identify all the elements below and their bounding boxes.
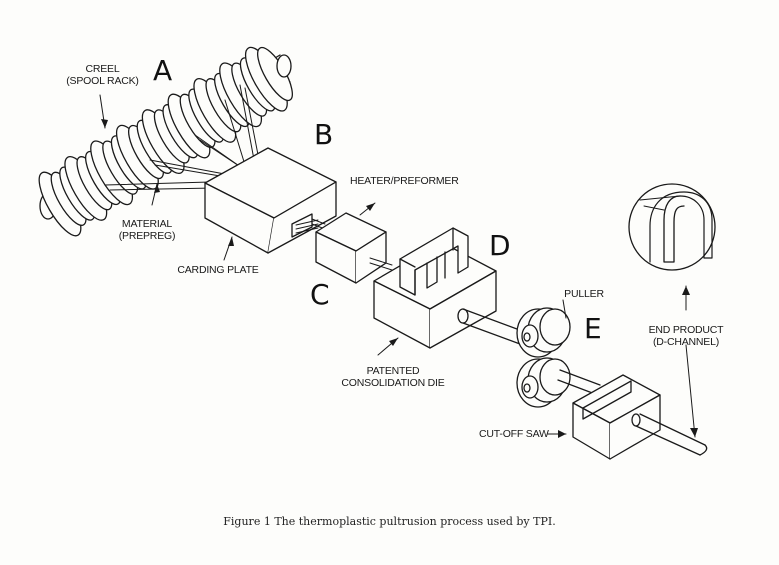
material-label-line2: (PREPREG) [118, 230, 176, 242]
material-label: MATERIAL (PREPREG) [112, 218, 182, 242]
creel-label-line2: (SPOOL RACK) [66, 75, 139, 87]
label-letter-b: B [314, 118, 334, 151]
die-label-line1: PATENTED [366, 365, 420, 377]
label-letter-a: A [153, 54, 173, 87]
material-label-line1: MATERIAL [121, 218, 173, 230]
consolidation-die [373, 227, 497, 349]
puller-wheels [516, 307, 571, 408]
label-letter-d: D [489, 229, 511, 262]
end-product-label: END PRODUCT (D-CHANNEL) [640, 324, 732, 348]
creel-label-line1: CREEL [85, 63, 120, 75]
die-label-line2: CONSOLIDATION DIE [341, 377, 445, 389]
figure-caption: Figure 1 The thermoplastic pultrusion pr… [223, 515, 556, 528]
creel-label: CREEL (SPOOL RACK) [60, 63, 145, 87]
cut-off-saw [572, 374, 661, 460]
die-label: PATENTED CONSOLIDATION DIE [338, 365, 448, 389]
end-product-label-line2: (D-CHANNEL) [652, 336, 720, 348]
heater-label: HEATER/PREFORMER [350, 175, 459, 187]
heater-preformer-box [315, 212, 387, 284]
end-product-inset [628, 183, 716, 271]
label-letter-c: C [310, 278, 330, 311]
carding-plate-label: CARDING PLATE [177, 264, 259, 276]
end-product-label-line1: END PRODUCT [648, 324, 724, 336]
puller-label: PULLER [564, 288, 604, 300]
carding-plate-box [204, 147, 337, 254]
creel-spool-rack [38, 46, 293, 237]
arrowheads [101, 119, 698, 438]
saw-label: CUT-OFF SAW [479, 428, 549, 440]
label-letter-e: E [584, 312, 602, 345]
